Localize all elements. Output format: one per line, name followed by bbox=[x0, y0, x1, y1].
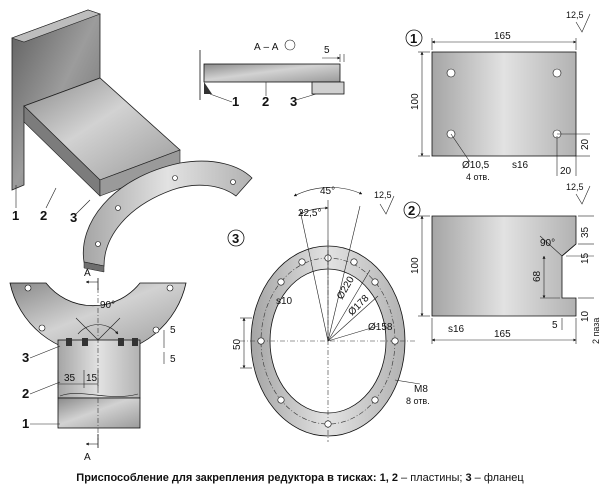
part-3-drawing: 3 12,5 22,5° 45° s10 Ø220 Ø178 Ø158 50 bbox=[227, 186, 430, 442]
figure-caption: Приспособление для закрепления редуктора… bbox=[0, 472, 600, 484]
part3-d-inner: Ø158 bbox=[368, 322, 393, 333]
part2-num: 2 bbox=[408, 203, 415, 218]
part2-height: 100 bbox=[410, 257, 421, 274]
caption-n3: 3 bbox=[465, 472, 472, 484]
part2-plate bbox=[431, 215, 577, 317]
part2-angle: 90° bbox=[540, 238, 555, 249]
part2-dim-35: 35 bbox=[580, 226, 591, 238]
part2-thickness: s16 bbox=[448, 324, 465, 335]
part2-groove: 2 паза bbox=[591, 318, 600, 344]
part1-num-circle-icon bbox=[405, 29, 423, 47]
caption-title: Приспособление для закрепления редуктора… bbox=[76, 472, 377, 484]
section-label-1: 1 bbox=[232, 94, 239, 109]
part3-num: 3 bbox=[232, 231, 239, 246]
part3-height: 50 bbox=[232, 338, 243, 350]
part2-dim-15: 15 bbox=[580, 252, 591, 264]
front-dim-35: 35 bbox=[64, 373, 76, 384]
part1-hole-count: 4 отв. bbox=[466, 172, 490, 182]
iso-label-3: 3 bbox=[70, 210, 77, 225]
cut-label-bottom: А bbox=[84, 452, 91, 463]
part1-hole: Ø10,5 bbox=[462, 160, 490, 171]
flange-iso-edge bbox=[83, 261, 105, 273]
part3-thread-count: 8 отв. bbox=[406, 396, 430, 406]
front-label-3: 3 bbox=[22, 350, 29, 365]
part3-roughness: 12,5 bbox=[374, 190, 392, 200]
part2-dim-10: 10 bbox=[580, 310, 591, 322]
caption-plates: – пластины; bbox=[397, 472, 466, 484]
front-label-1: 1 bbox=[22, 416, 29, 431]
front-view: А А 90° 35 15 5 5 3 2 1 bbox=[9, 268, 187, 463]
section-weld bbox=[204, 82, 212, 94]
front-angle-90: 90° bbox=[100, 300, 115, 311]
front-dim-5a: 5 bbox=[170, 325, 176, 336]
part1-num: 1 bbox=[410, 31, 417, 46]
part3-angle-inner: 22,5° bbox=[298, 208, 321, 219]
part1-thickness: s16 bbox=[512, 160, 529, 171]
section-title: А – А bbox=[254, 42, 279, 53]
part2-num-circle-icon bbox=[403, 201, 421, 219]
part3-thickness: s10 bbox=[276, 296, 293, 307]
front-plate-1 bbox=[57, 397, 141, 429]
section-marker-icon bbox=[284, 39, 296, 51]
part1-edge-x: 20 bbox=[560, 166, 572, 177]
part1-plate bbox=[431, 51, 577, 157]
part-1-drawing: 1 12,5 165 100 20 20 Ø10,5 4 отв. s16 bbox=[405, 10, 591, 182]
part1-height: 100 bbox=[410, 93, 421, 110]
part-2-drawing: 2 12,5 90° 35 15 68 100 165 s16 5 10 2 п… bbox=[403, 182, 600, 344]
part2-dim-68: 68 bbox=[532, 270, 543, 282]
section-view: 5 А – А 1 2 3 bbox=[199, 39, 345, 109]
part3-thread: М8 bbox=[414, 384, 428, 395]
cut-label-top: А bbox=[84, 268, 91, 279]
part2-roughness: 12,5 bbox=[566, 182, 584, 192]
part1-width: 165 bbox=[494, 31, 511, 42]
part1-roughness-icon bbox=[575, 13, 591, 33]
isometric-view: 1 2 3 bbox=[11, 9, 253, 273]
part2-width: 165 bbox=[494, 329, 511, 340]
part3-roughness-icon bbox=[379, 195, 395, 215]
section-dim-5: 5 bbox=[324, 45, 330, 56]
plate-1-top bbox=[11, 9, 101, 43]
part1-roughness: 12,5 bbox=[566, 10, 584, 20]
iso-label-2: 2 bbox=[40, 208, 47, 223]
iso-label-1: 1 bbox=[12, 208, 19, 223]
flange-iso bbox=[82, 160, 253, 267]
front-dim-5b: 5 bbox=[170, 354, 176, 365]
front-label-2: 2 bbox=[22, 386, 29, 401]
part2-dim-5: 5 bbox=[552, 320, 558, 331]
section-plate-2 bbox=[203, 63, 341, 83]
section-label-2: 2 bbox=[262, 94, 269, 109]
front-dim-15: 15 bbox=[86, 373, 98, 384]
caption-flange: – фланец bbox=[471, 472, 524, 484]
section-flange-3 bbox=[311, 81, 345, 95]
part1-edge-y: 20 bbox=[580, 138, 591, 150]
section-label-3: 3 bbox=[290, 94, 297, 109]
part3-num-circle-icon bbox=[227, 229, 245, 247]
part2-roughness-icon bbox=[575, 185, 591, 205]
part3-angle-outer: 45° bbox=[320, 186, 335, 197]
front-plate-2 bbox=[57, 339, 141, 399]
caption-n12: 1, 2 bbox=[379, 472, 398, 484]
